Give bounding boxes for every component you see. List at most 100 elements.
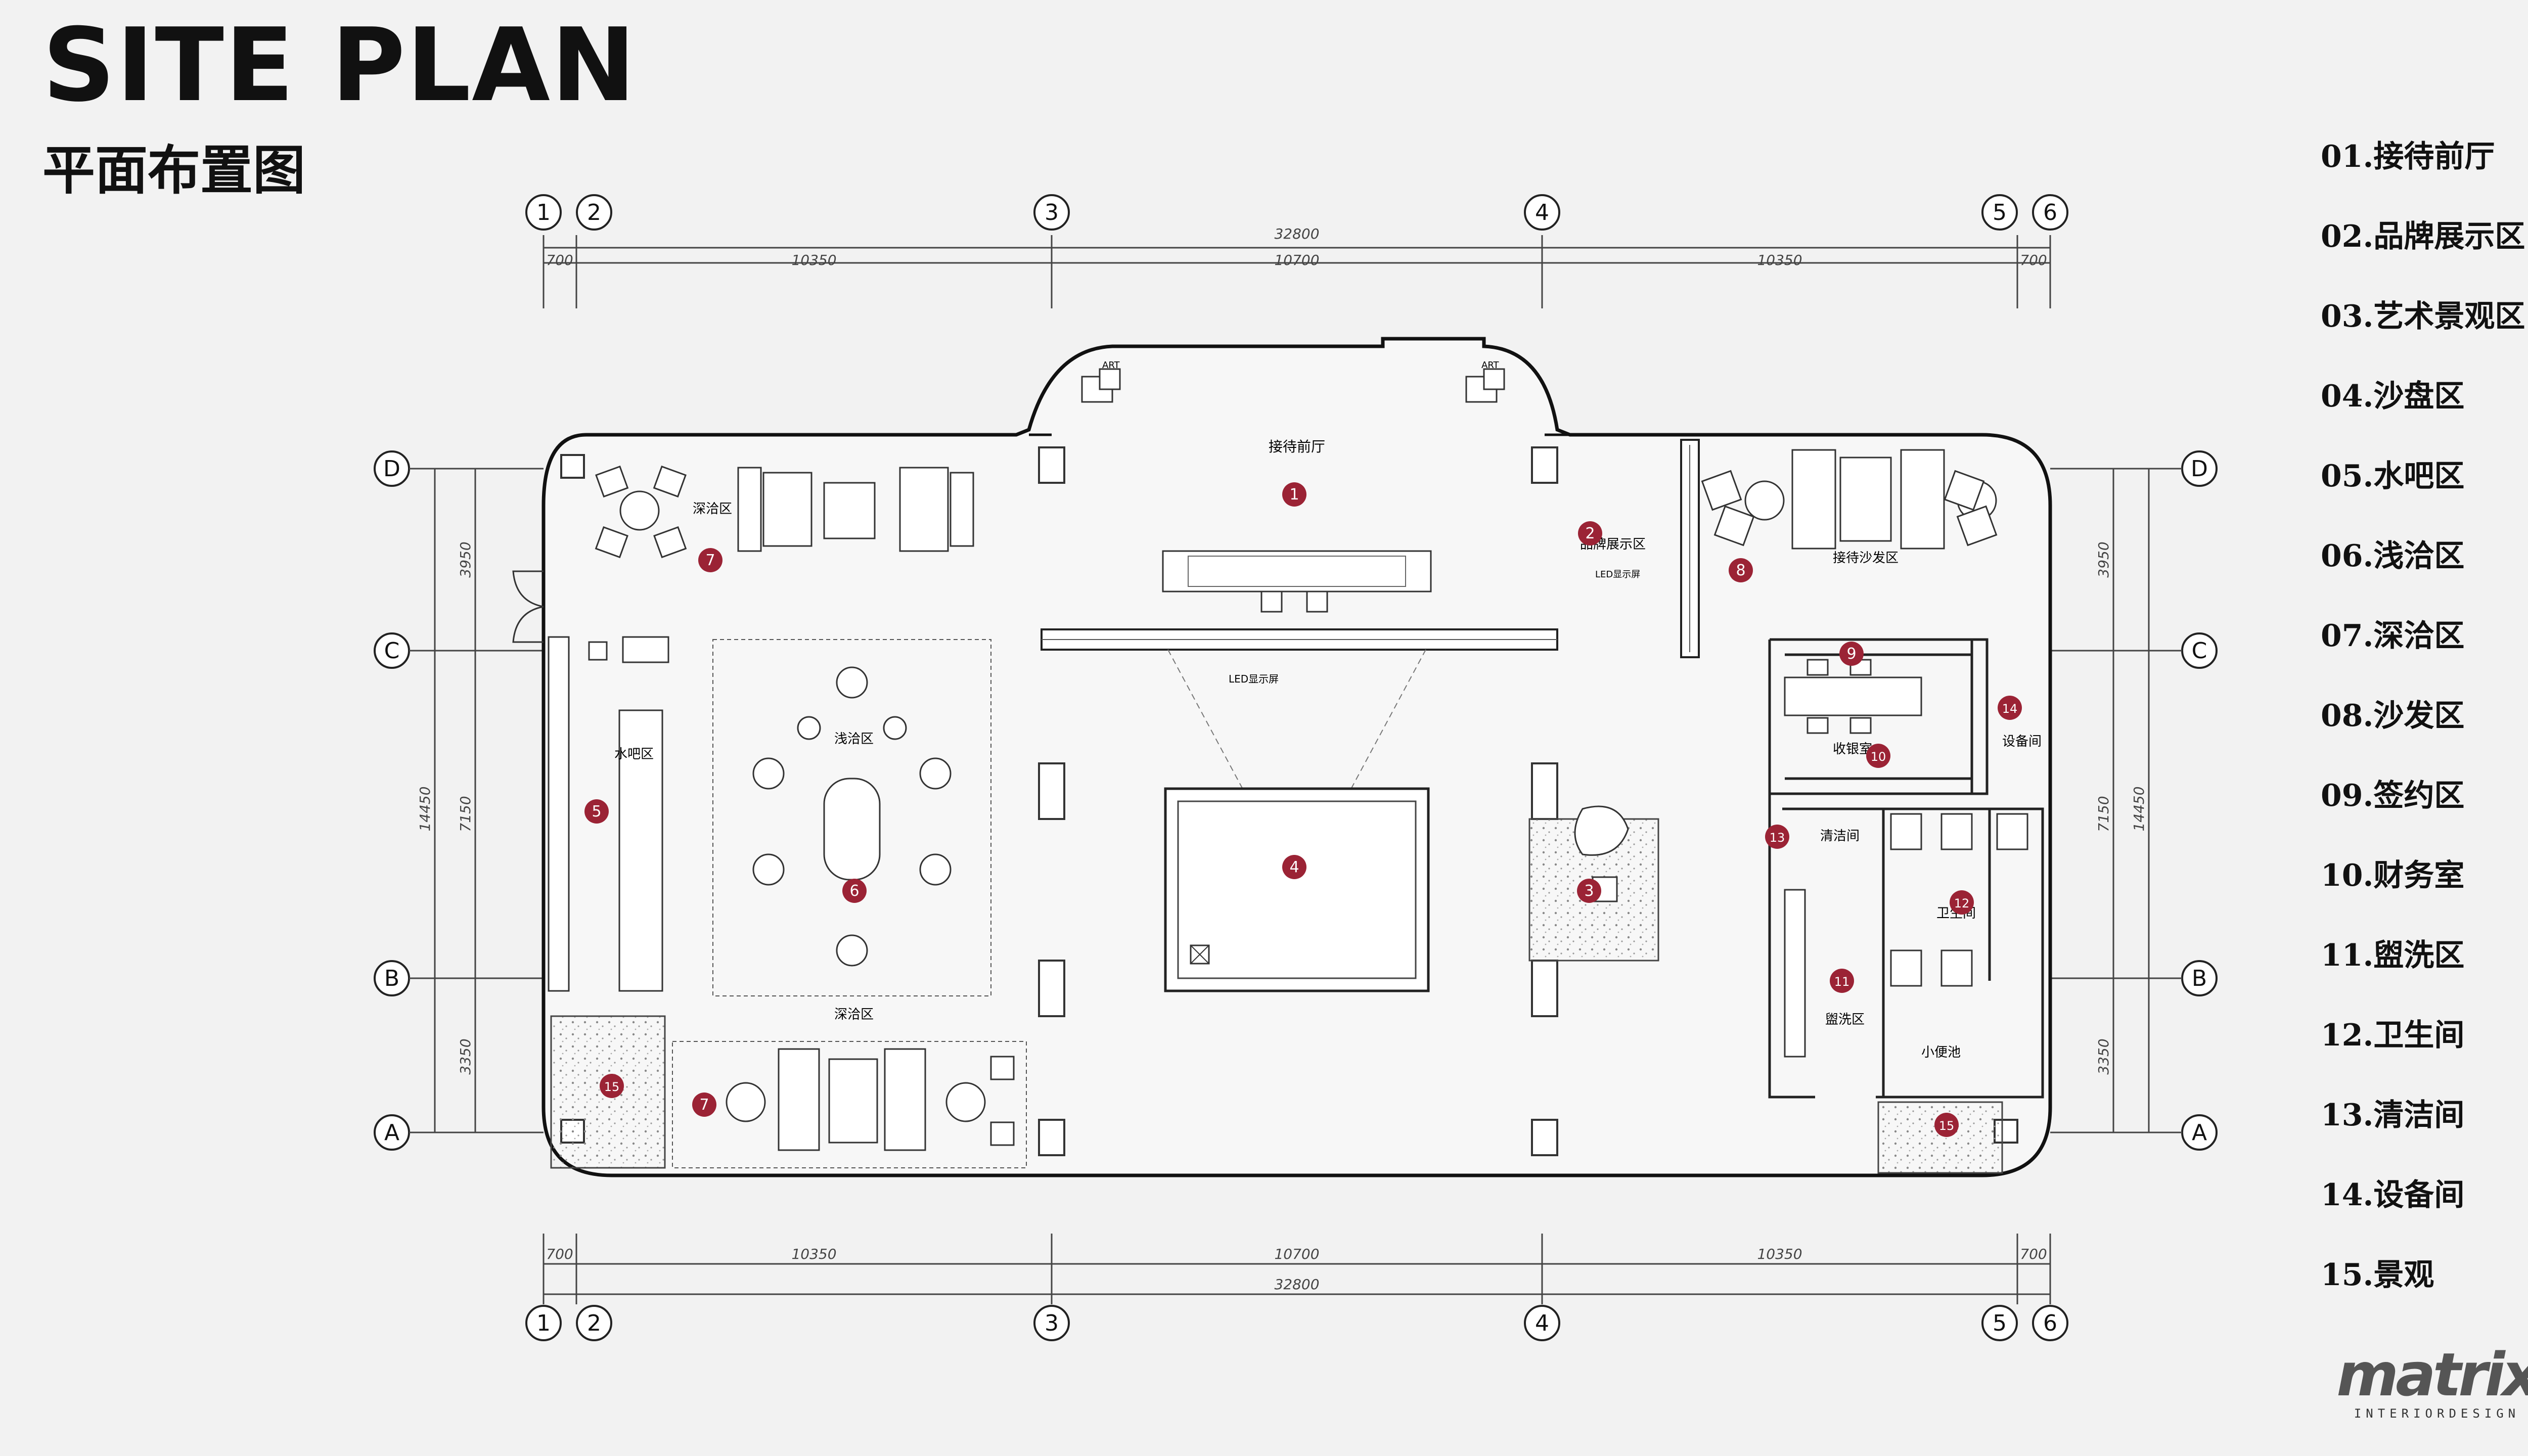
sand-table	[1164, 787, 1430, 992]
dim-overall-top: 32800	[1274, 225, 1319, 242]
svg-text:8: 8	[1736, 562, 1745, 579]
dimension-top	[543, 235, 2051, 308]
label-led-right: LED显示屏	[1595, 569, 1640, 580]
dim-overall-bottom: 32800	[1274, 1276, 1319, 1293]
water-bar-counter	[618, 709, 663, 992]
dim-bottom-1: 700	[546, 1246, 573, 1262]
svg-text:15: 15	[604, 1080, 620, 1094]
svg-text:15: 15	[1939, 1119, 1955, 1133]
marker-7b: 7	[692, 1093, 716, 1117]
marker-3: 3	[1577, 879, 1601, 903]
row-bubble-labels: D C B A D C B A	[383, 456, 2208, 1146]
svg-text:11: 11	[1834, 975, 1850, 989]
col-1-bottom: 1	[536, 1310, 551, 1336]
marker-14: 14	[1998, 696, 2022, 720]
col-4-bottom: 4	[1535, 1310, 1549, 1336]
marker-10: 10	[1866, 744, 1890, 768]
legend-item: 03.艺术景观区	[2321, 299, 2525, 334]
legend-item: 04.沙盘区	[2321, 379, 2465, 414]
col-6-bottom: 6	[2043, 1310, 2057, 1336]
page-title: SITE PLAN	[42, 7, 637, 124]
legend-item: 10.财务室	[2321, 858, 2465, 893]
col-2-top: 2	[587, 200, 601, 225]
dim-top-2: 10350	[791, 252, 836, 268]
legend-item: 11.盥洗区	[2321, 938, 2465, 973]
marker-8: 8	[1729, 558, 1753, 582]
svg-text:3: 3	[1584, 882, 1594, 900]
dim-side-right-3: 3950	[2095, 541, 2112, 577]
label-zone6-light: 浅洽区	[834, 732, 874, 747]
label-urinal: 小便池	[1921, 1045, 1961, 1060]
label-washroom: 盥洗区	[1825, 1012, 1865, 1027]
dim-side-left-1: 3350	[457, 1038, 474, 1074]
page-subtitle: 平面布置图	[42, 140, 306, 201]
zone-markers: 1 2 3 4 5 6 7 7 8 9 10 11 12 13 14 15 15	[584, 482, 2022, 1137]
dim-side-overall-left: 14450	[417, 786, 433, 831]
art-label-right: ART	[1481, 360, 1500, 371]
dimension-side-labels: 14450 3350 7150 3950 3350 7150 3950 1445…	[417, 541, 2147, 1074]
column-bubbles	[525, 194, 2068, 1341]
seating-zone-7-top	[595, 465, 974, 559]
row-leaders	[409, 468, 2182, 1133]
dim-side-left-2: 7150	[457, 796, 474, 832]
legend-list: 01.接待前厅 02.品牌展示区 03.艺术景观区 04.沙盘区 05.水吧区 …	[2321, 142, 2525, 1340]
marker-15a: 15	[600, 1074, 624, 1098]
seating-zone-7-bottom	[726, 1048, 1015, 1151]
legend-item: 01.接待前厅	[2321, 139, 2495, 174]
landscape-right	[1877, 1101, 2003, 1174]
legend-item: 15.景观	[2321, 1257, 2434, 1293]
marker-11: 11	[1830, 969, 1854, 993]
svg-text:12: 12	[1954, 896, 1970, 911]
dim-top-4: 10350	[1757, 252, 1802, 268]
landscape-left	[550, 1015, 666, 1169]
dim-bottom-3: 10700	[1274, 1246, 1319, 1262]
svg-text:13: 13	[1770, 831, 1785, 845]
legend-item: 02.品牌展示区	[2321, 219, 2525, 254]
legend-item: 09.签约区	[2321, 778, 2465, 813]
seating-zone-8	[1701, 449, 1998, 550]
zone6-outline	[712, 639, 991, 996]
col-5-top: 5	[1993, 200, 2007, 225]
dimension-top-labels: 32800 700 10350 10700 10350 700	[546, 225, 2047, 268]
legend-item: 06.浅洽区	[2321, 538, 2465, 574]
svg-text:5: 5	[592, 803, 601, 821]
marker-6: 6	[842, 879, 867, 903]
marker-13: 13	[1765, 825, 1789, 849]
marker-12: 12	[1950, 890, 1974, 915]
svg-text:7: 7	[699, 1096, 709, 1114]
dimension-bottom	[543, 1234, 2051, 1304]
dim-side-overall-right: 14450	[2131, 786, 2147, 831]
label-cleaning: 清洁间	[1820, 829, 1860, 844]
label-sofa-area: 接待沙发区	[1833, 551, 1899, 566]
label-cashier: 收银室	[1833, 742, 1872, 757]
dim-side-left-3: 3950	[457, 541, 474, 577]
row-d-right: D	[2191, 456, 2208, 482]
dim-top-3: 10700	[1274, 252, 1319, 268]
art-label-left: ART	[1102, 360, 1120, 371]
row-a-left: A	[384, 1120, 399, 1146]
marker-2: 2	[1578, 521, 1602, 545]
col-6-top: 6	[2043, 200, 2057, 225]
marker-1: 1	[1282, 482, 1306, 507]
row-a-right: A	[2192, 1120, 2207, 1146]
marker-15b: 15	[1934, 1113, 1959, 1137]
brand-logo: matrix INTERIORDESIGN	[2331, 1345, 2528, 1421]
label-zone7-top: 深洽区	[693, 502, 732, 517]
marker-9: 9	[1839, 642, 1864, 666]
entrance-door	[512, 570, 544, 643]
label-zone6-deep: 深洽区	[834, 1007, 874, 1022]
col-4-top: 4	[1535, 200, 1549, 225]
dim-bottom-4: 10350	[1757, 1246, 1802, 1262]
marker-5: 5	[584, 799, 609, 824]
col-1-top: 1	[536, 200, 551, 225]
service-walls	[1768, 638, 2044, 1099]
structural-columns	[560, 446, 2018, 1156]
col-5-bottom: 5	[1993, 1310, 2007, 1336]
label-equipment: 设备间	[2002, 734, 2042, 749]
art-piece	[1081, 368, 1505, 403]
dim-bottom-5: 700	[2020, 1246, 2047, 1262]
svg-text:2: 2	[1585, 525, 1595, 542]
logo-subtitle: INTERIORDESIGN	[2354, 1406, 2520, 1421]
marker-4: 4	[1282, 855, 1306, 879]
